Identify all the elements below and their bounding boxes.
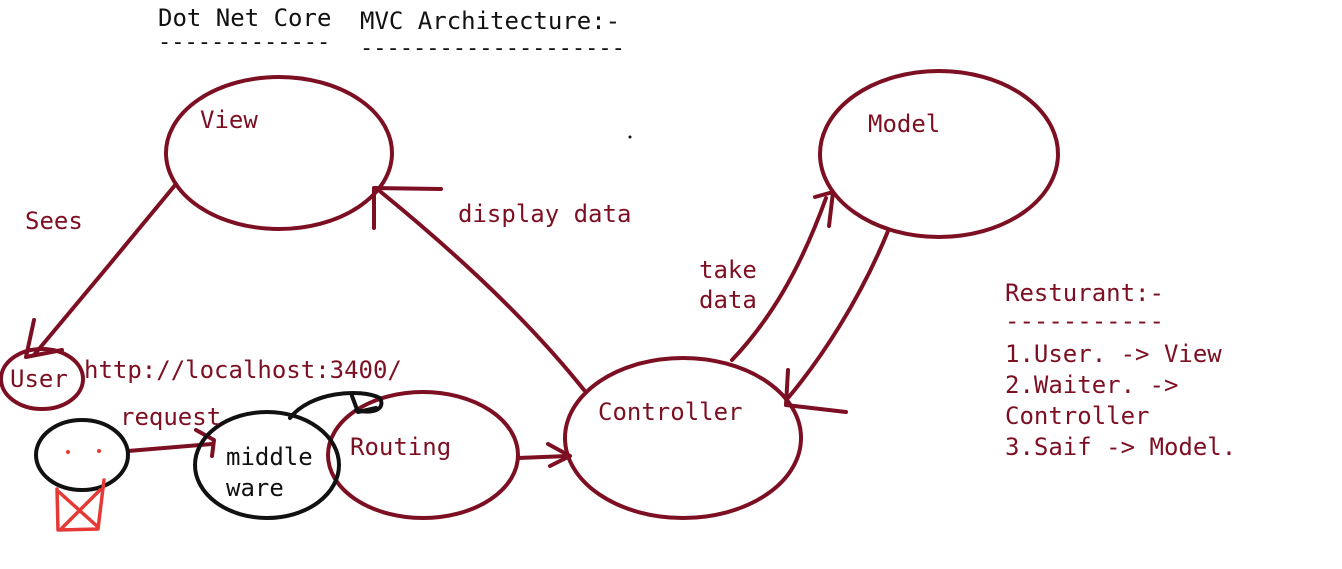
model-label: Model xyxy=(868,110,941,138)
routing-to-controller-arrowhead xyxy=(546,442,572,468)
restaurant-underline: ----------- xyxy=(1005,307,1164,335)
person-body-cross xyxy=(57,488,102,530)
title-part-1: Dot Net Core xyxy=(158,4,332,32)
user-label: User xyxy=(10,365,68,393)
take-data-label-line-2: data xyxy=(699,286,757,314)
request-arrowhead xyxy=(194,428,216,458)
middleware-label-line-2: ware xyxy=(226,474,284,502)
take-data-arrow xyxy=(730,196,828,362)
routing-to-controller-arrow xyxy=(516,454,570,460)
middleware-loop-arrowhead xyxy=(350,394,378,414)
view-label: View xyxy=(200,106,258,134)
middleware-node xyxy=(193,410,341,520)
take-data-arrowhead xyxy=(813,190,835,228)
restaurant-line-2: 2.Waiter. -> xyxy=(1005,371,1179,399)
restaurant-line-3: Controller xyxy=(1005,402,1150,430)
sees-arrowhead xyxy=(24,318,64,359)
model-to-controller-arrow xyxy=(786,229,890,400)
display-data-label: display data xyxy=(458,200,632,228)
middleware-label-line-1: middle xyxy=(226,443,313,471)
person-eye-right xyxy=(97,449,101,453)
middleware-loop xyxy=(288,391,384,420)
model-node xyxy=(818,69,1060,239)
url-label: http://localhost:3400/ xyxy=(84,356,402,384)
person-eye-left xyxy=(66,450,70,454)
model-to-controller-arrowhead xyxy=(784,368,848,414)
request-label: request xyxy=(120,403,222,431)
controller-label: Controller xyxy=(598,398,743,426)
take-data-label-line-1: take xyxy=(699,256,757,284)
title-underline-1: ------------- xyxy=(158,30,331,55)
user-node xyxy=(0,347,85,411)
routing-label: Routing xyxy=(350,433,452,461)
restaurant-line-4: 3.Saif -> Model. xyxy=(1005,433,1237,461)
display-data-arrowhead xyxy=(372,186,443,230)
controller-node xyxy=(563,356,803,520)
title-part-2: MVC Architecture:- xyxy=(360,7,621,35)
restaurant-line-1: 1.User. -> View xyxy=(1005,340,1222,368)
person-head xyxy=(34,418,130,492)
routing-node xyxy=(326,390,520,520)
sees-arrow xyxy=(32,182,178,357)
title-underline-2: -------------------- xyxy=(360,36,625,61)
stray-dot xyxy=(628,135,632,139)
person-body xyxy=(55,478,106,532)
sees-label: Sees xyxy=(25,207,83,235)
display-data-arrow xyxy=(374,186,586,392)
restaurant-heading: Resturant:- xyxy=(1005,279,1164,307)
view-node xyxy=(164,75,394,231)
